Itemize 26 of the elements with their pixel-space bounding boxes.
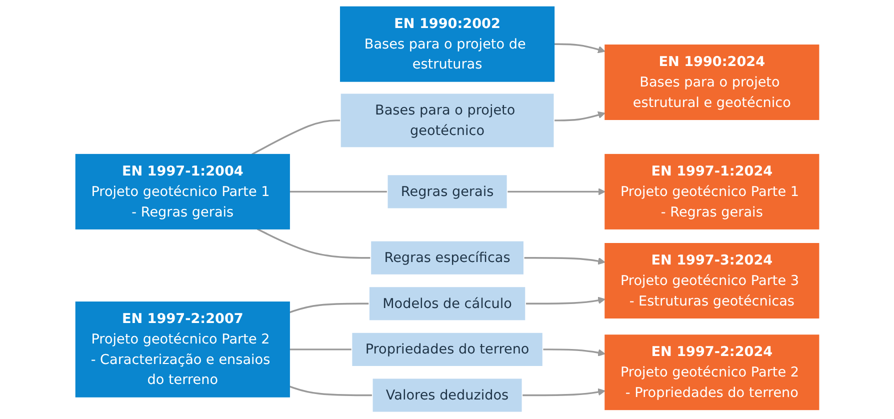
connector [251,120,340,156]
node-box: EN 1990:2002 Bases para o projeto de estruturas [340,6,554,82]
connector [289,348,352,350]
arrow [525,296,606,304]
node-box: EN 1990:2024 Bases para o projeto estrutural e geotécnico [604,44,819,120]
arrow [542,348,606,356]
arrow [524,257,606,265]
node-box: Regras gerais [386,174,508,210]
arrow [522,388,606,396]
node-box: Valores deduzidos [372,378,522,413]
connector [256,228,370,259]
node-box: EN 1997-1:2024 Projeto geotécnico Parte 1 - Regras gerais [604,154,819,230]
arrow [554,111,606,122]
connector [288,386,372,396]
node-box: Bases para o projeto geotécnico [340,92,554,148]
arrow [506,188,606,196]
node-box: EN 1997-3:2024 Projeto geotécnico Parte 3 - Estruturas geotécnicas [604,243,819,318]
node-box: Modelos de cálculo [368,286,526,322]
node-box: Regras específicas [370,240,524,276]
node-box: EN 1997-1:2004 Projeto geotécnico Parte 1 - Regras gerais [75,154,290,230]
arrow [554,43,606,54]
node-box: EN 1997-2:2024 Projeto geotécnico Parte 2 - Propriedades do terreno [604,334,819,410]
node-box: Propriedades do terreno [351,332,543,367]
connector [289,190,388,193]
node-box: EN 1997-2:2007 Projeto geotécnico Parte 2 - Caracterização e ensaios do terreno [75,302,290,398]
connector [288,302,369,314]
